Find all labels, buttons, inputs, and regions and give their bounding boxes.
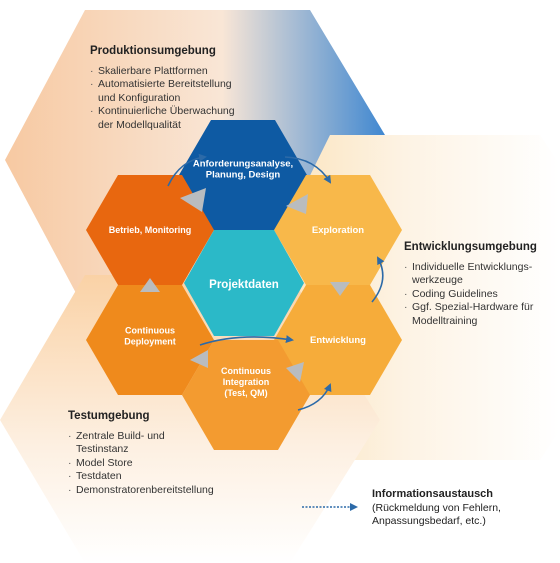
production-block: Produktionsumgebung Skalierbare Plattfor… [90,45,235,132]
production-list: Skalierbare PlattformenAutomatisierte Be… [90,65,235,133]
arrow-entwicklung-to-exploration [371,256,385,303]
hex-label-line: Integration [223,377,270,387]
hex-label-line: Entwicklung [310,335,366,346]
connector-triangle-top-left [180,188,206,212]
development-list: Individuelle Entwicklungs- werkzeugeCodi… [404,261,537,329]
hex-label-line: Deployment [124,336,176,346]
legend-detail: (Rückmeldung von Fehlern, Anpassungsbeda… [372,501,501,528]
hex-label-anforderung: Anforderungsanalyse,Planung, Design [193,158,293,180]
hex-label-line: (Test, QM) [224,388,267,398]
arrow-deployment-to-entwicklung [199,335,294,346]
hex-label-line: Continuous [221,366,271,376]
list-item: Testdaten [68,470,214,484]
hex-label-exploration: Exploration [312,225,364,236]
hex-label-line: Projektdaten [209,279,279,291]
list-item: Zentrale Build- und Testinstanz [68,430,214,457]
hex-label-line: Betrieb, Monitoring [109,225,192,235]
list-item: Model Store [68,457,214,471]
legend: Informationsaustausch (Rückmeldung von F… [372,488,501,529]
connector-triangle-right [330,282,350,296]
arrow-integration-to-entwicklung [297,383,332,411]
hex-label-entwicklung: Entwicklung [310,335,366,346]
list-item: Ggf. Spezial-Hardware für Modelltraining [404,301,537,328]
connector-triangle-bottom-left [190,350,208,368]
test-list: Zentrale Build- und TestinstanzModel Sto… [68,430,214,498]
list-item: Individuelle Entwicklungs- werkzeuge [404,261,537,288]
hex-projektdaten [184,230,304,336]
connector-triangle-top-right [286,194,308,214]
arrow-betrieb-to-anforderung [167,153,207,187]
development-block: Entwicklungsumgebung Individuelle Entwic… [404,241,537,328]
hex-label-line: Exploration [312,225,364,236]
hex-label-line: Anforderungsanalyse, [193,158,293,169]
connector-triangle-left [140,278,160,292]
hexagons-layer [86,120,402,450]
hex-labels: Anforderungsanalyse,Planung, Design Expl… [109,158,366,397]
list-item: Kontinuierliche Überwachung der Modellqu… [90,105,235,132]
development-title: Entwicklungsumgebung [404,241,537,253]
production-title: Produktionsumgebung [90,45,216,57]
hex-deployment [86,285,214,395]
list-item: Coding Guidelines [404,288,537,302]
hex-label-line: Continuous [125,326,175,336]
hex-anforderung [179,120,307,230]
hex-label-line: Planung, Design [206,170,281,181]
connector-triangle-bottom-right [286,362,304,382]
hex-label-betrieb: Betrieb, Monitoring [109,225,192,235]
list-item: Demonstratorenbereitstellung [68,484,214,498]
test-title: Testumgebung [68,410,150,422]
hex-entwicklung [274,285,402,395]
hex-label-projektdaten: Projektdaten [209,279,279,291]
list-item: Skalierbare Plattformen [90,65,235,79]
arrow-anforderung-to-exploration [284,156,332,184]
list-item: Automatisierte Bereitstellung und Konfig… [90,78,235,105]
hex-integration [182,340,310,450]
legend-title: Informationsaustausch [372,488,494,500]
hex-betrieb [86,175,214,285]
test-block: Testumgebung Zentrale Build- und Testins… [68,410,214,497]
